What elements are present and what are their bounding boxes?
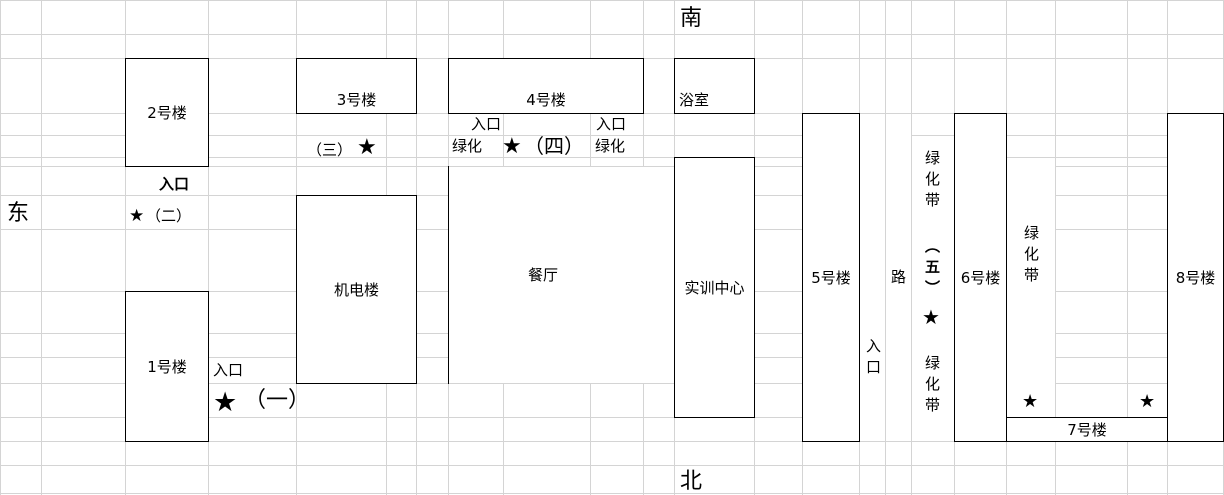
grid-line-vertical <box>1055 0 1056 495</box>
grid-line-vertical <box>125 0 126 495</box>
building-1: 1号楼 <box>125 291 209 442</box>
green-belt-strip-67 <box>1007 158 1055 417</box>
grid-line-vertical <box>885 0 886 495</box>
direction-north: 北 <box>680 469 703 494</box>
grid-line-horizontal <box>0 493 1224 494</box>
grid-line-vertical <box>41 0 42 495</box>
building-5: 5号楼 <box>802 113 860 442</box>
grid-line-horizontal <box>0 157 1224 158</box>
grid-line-vertical <box>1127 0 1128 495</box>
star-icon: ★ <box>357 135 377 160</box>
entrance-label-5: 入口 <box>864 338 882 380</box>
building-3: 3号楼 <box>296 58 417 114</box>
building-8-label: 8号楼 <box>1175 269 1216 287</box>
star-icon: ★ <box>502 134 522 159</box>
building-bathroom: 浴室 <box>674 58 755 114</box>
entrance-label-1: 入口 <box>213 361 244 379</box>
grid-line-horizontal <box>0 417 1224 418</box>
grid-line-horizontal <box>0 383 1224 384</box>
building-2: 2号楼 <box>125 58 209 167</box>
green-belt-strip-5 <box>912 136 954 441</box>
star-icon: ★ <box>1022 391 1039 412</box>
building-7: 7号楼 <box>1006 417 1168 442</box>
building-6-label: 6号楼 <box>960 269 1001 287</box>
building-1-label: 1号楼 <box>147 358 187 376</box>
building-4: 4号楼 <box>448 58 644 114</box>
canteen-border <box>448 166 449 384</box>
building-training-center-label: 实训中心 <box>684 279 745 297</box>
road-strip <box>886 114 911 441</box>
entrance-label-2: 入口 <box>159 175 190 193</box>
building-5-label: 5号楼 <box>811 269 851 287</box>
direction-east: 东 <box>7 201 30 226</box>
building-2-label: 2号楼 <box>147 104 187 122</box>
grid-line-horizontal <box>0 441 1224 442</box>
building-7-label: 7号楼 <box>1067 421 1107 439</box>
building-4-label: 4号楼 <box>526 91 566 109</box>
grid-line-vertical <box>208 0 209 495</box>
building-3-label: 3号楼 <box>336 91 377 109</box>
point-3-label: （三） <box>307 141 353 159</box>
grid-line-vertical <box>911 0 912 495</box>
star-icon: ★ <box>129 206 145 226</box>
canteen-area <box>449 167 674 383</box>
building-training-center: 实训中心 <box>674 157 755 418</box>
building-6: 6号楼 <box>954 113 1007 442</box>
building-8: 8号楼 <box>1167 113 1224 442</box>
building-mechatronics-label: 机电楼 <box>333 281 379 299</box>
greening-label-4a: 绿化 <box>452 137 483 155</box>
building-bathroom-label: 浴室 <box>679 91 710 109</box>
point-5-label: （五） <box>923 238 941 301</box>
star-icon: ★ <box>1139 391 1156 412</box>
green-belt-label-67: 绿化带 <box>1022 225 1040 288</box>
grid-line-horizontal <box>0 34 1224 35</box>
star-icon: ★ <box>922 305 940 329</box>
grid-line-vertical <box>0 0 1 495</box>
building-mechatronics: 机电楼 <box>296 195 417 384</box>
canteen-label: 餐厅 <box>528 266 559 284</box>
grid-line-horizontal <box>0 0 1224 1</box>
entrance-label-4a: 入口 <box>471 115 502 133</box>
star-icon: ★ <box>213 387 238 418</box>
green-belt-label-5b: 绿化带 <box>923 355 941 418</box>
entrance-strip <box>860 114 885 440</box>
grid-line-horizontal <box>0 166 1224 167</box>
point-1-label: （一） <box>244 388 311 413</box>
point-4-label: （四） <box>524 134 584 158</box>
entrance-label-4b: 入口 <box>596 115 627 133</box>
grid-line-horizontal <box>0 135 1224 136</box>
green-belt-label-5a: 绿化带 <box>923 150 941 213</box>
greening-label-4b: 绿化 <box>595 137 626 155</box>
direction-south: 南 <box>680 6 703 31</box>
point-2-label: （二） <box>146 207 192 225</box>
road-label: 路 <box>891 268 907 286</box>
grid-line-horizontal <box>0 465 1224 466</box>
